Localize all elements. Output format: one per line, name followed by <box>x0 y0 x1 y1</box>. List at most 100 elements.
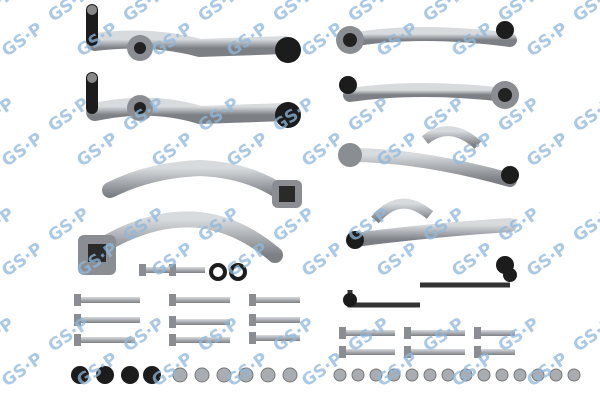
control-arm <box>336 21 517 54</box>
watermark-logo: GS·P <box>448 349 496 391</box>
watermark-logo: GS·P <box>120 0 168 26</box>
nut <box>351 368 365 382</box>
bolt <box>249 294 300 306</box>
bolt <box>74 294 140 306</box>
bolt <box>169 316 230 328</box>
bolt <box>474 346 515 358</box>
rubber-washer <box>229 263 247 281</box>
nut <box>238 367 254 383</box>
watermark-logo: GS·P <box>45 0 93 26</box>
nut <box>194 367 210 383</box>
bolt <box>249 314 300 326</box>
watermark-logo: GS·P <box>195 204 243 246</box>
bolt <box>404 327 465 339</box>
watermark-logo: GS·P <box>223 239 271 281</box>
watermark-logo: GS·P <box>448 19 496 61</box>
watermark-logo: GS·P <box>495 314 543 356</box>
nut <box>567 368 581 382</box>
control-arm <box>339 76 519 109</box>
nut <box>513 368 527 382</box>
nut <box>477 368 491 382</box>
watermark-logo: GS·P <box>0 314 18 356</box>
watermark-logo: GS·P <box>270 204 318 246</box>
watermark-logo: GS·P <box>523 129 571 171</box>
rubber-washer <box>71 366 89 384</box>
rubber-washer <box>143 366 161 384</box>
watermark-logo: GS·P <box>270 94 318 136</box>
watermark-logo: GS·P <box>223 129 271 171</box>
watermark-logo: GS·P <box>120 204 168 246</box>
curved-arm <box>78 211 283 275</box>
nut <box>549 368 563 382</box>
bolts-group <box>74 264 515 358</box>
bolt <box>74 334 135 346</box>
watermark-logo: GS·P <box>523 239 571 281</box>
watermark-logo: GS·P <box>298 19 346 61</box>
nut <box>495 368 509 382</box>
nut <box>423 368 437 382</box>
control-arm <box>86 72 301 128</box>
watermark-logo: GS·P <box>45 314 93 356</box>
watermark-logo: GS·P <box>448 239 496 281</box>
watermark-logo: GS·P <box>195 94 243 136</box>
watermark-logo: GS·P <box>0 349 47 391</box>
nut <box>333 368 347 382</box>
watermark-logo: GS·P <box>45 94 93 136</box>
nut <box>282 367 298 383</box>
bolt <box>249 332 300 344</box>
watermark-logo: GS·P <box>73 129 121 171</box>
nuts-group <box>71 263 581 384</box>
watermark-logo: GS·P <box>570 94 600 136</box>
curved-arm <box>102 159 302 208</box>
rubber-washer <box>209 263 227 281</box>
watermark-logo: GS·P <box>270 0 318 26</box>
watermark-logo: GS·P <box>0 204 18 246</box>
nut <box>405 368 419 382</box>
bolt <box>169 294 230 306</box>
bolt <box>74 314 140 326</box>
watermark-logo: GS·P <box>195 0 243 26</box>
bolt <box>474 327 515 339</box>
bolt <box>169 334 230 346</box>
watermark-logo: GS·P <box>298 349 346 391</box>
watermark-logo: GS·P <box>0 0 18 26</box>
watermark-logo: GS·P <box>73 349 121 391</box>
watermark-logo: GS·P <box>420 0 468 26</box>
nut <box>531 368 545 382</box>
watermark-logo: GS·P <box>523 19 571 61</box>
watermark-logo: GS·P <box>0 19 47 61</box>
watermark-logo: GS·P <box>148 19 196 61</box>
watermark-logo: GS·P <box>570 204 600 246</box>
bolt <box>339 346 395 358</box>
watermark-logo: GS·P <box>345 0 393 26</box>
rubber-washer <box>121 366 139 384</box>
bolt <box>404 346 465 358</box>
watermark-logo: GS·P <box>298 129 346 171</box>
nut <box>369 368 383 382</box>
control-arm <box>338 126 519 187</box>
watermark-logo: GS·P <box>0 129 47 171</box>
watermark-logo: GS·P <box>570 0 600 26</box>
nut <box>172 367 188 383</box>
control-arm <box>86 4 301 63</box>
bolt <box>339 327 395 339</box>
rubber-washer <box>96 366 114 384</box>
watermark-logo: GS·P <box>223 349 271 391</box>
watermark-logo: GS·P <box>0 239 47 281</box>
watermark-logo: GS·P <box>523 349 571 391</box>
watermark-logo: GS·P <box>570 314 600 356</box>
nut <box>216 367 232 383</box>
stabilizer-link <box>343 268 517 308</box>
watermark-logo: GS·P <box>298 239 346 281</box>
watermark-logo: GS·P <box>373 239 421 281</box>
watermark-logo: GS·P <box>148 349 196 391</box>
watermark-logo: GS·P <box>0 94 18 136</box>
parts-group <box>71 4 581 384</box>
nut <box>459 368 473 382</box>
nut <box>441 368 455 382</box>
watermark-logo: GS·P <box>373 19 421 61</box>
watermark-logo: GS·P <box>373 349 421 391</box>
bolt <box>139 264 170 276</box>
